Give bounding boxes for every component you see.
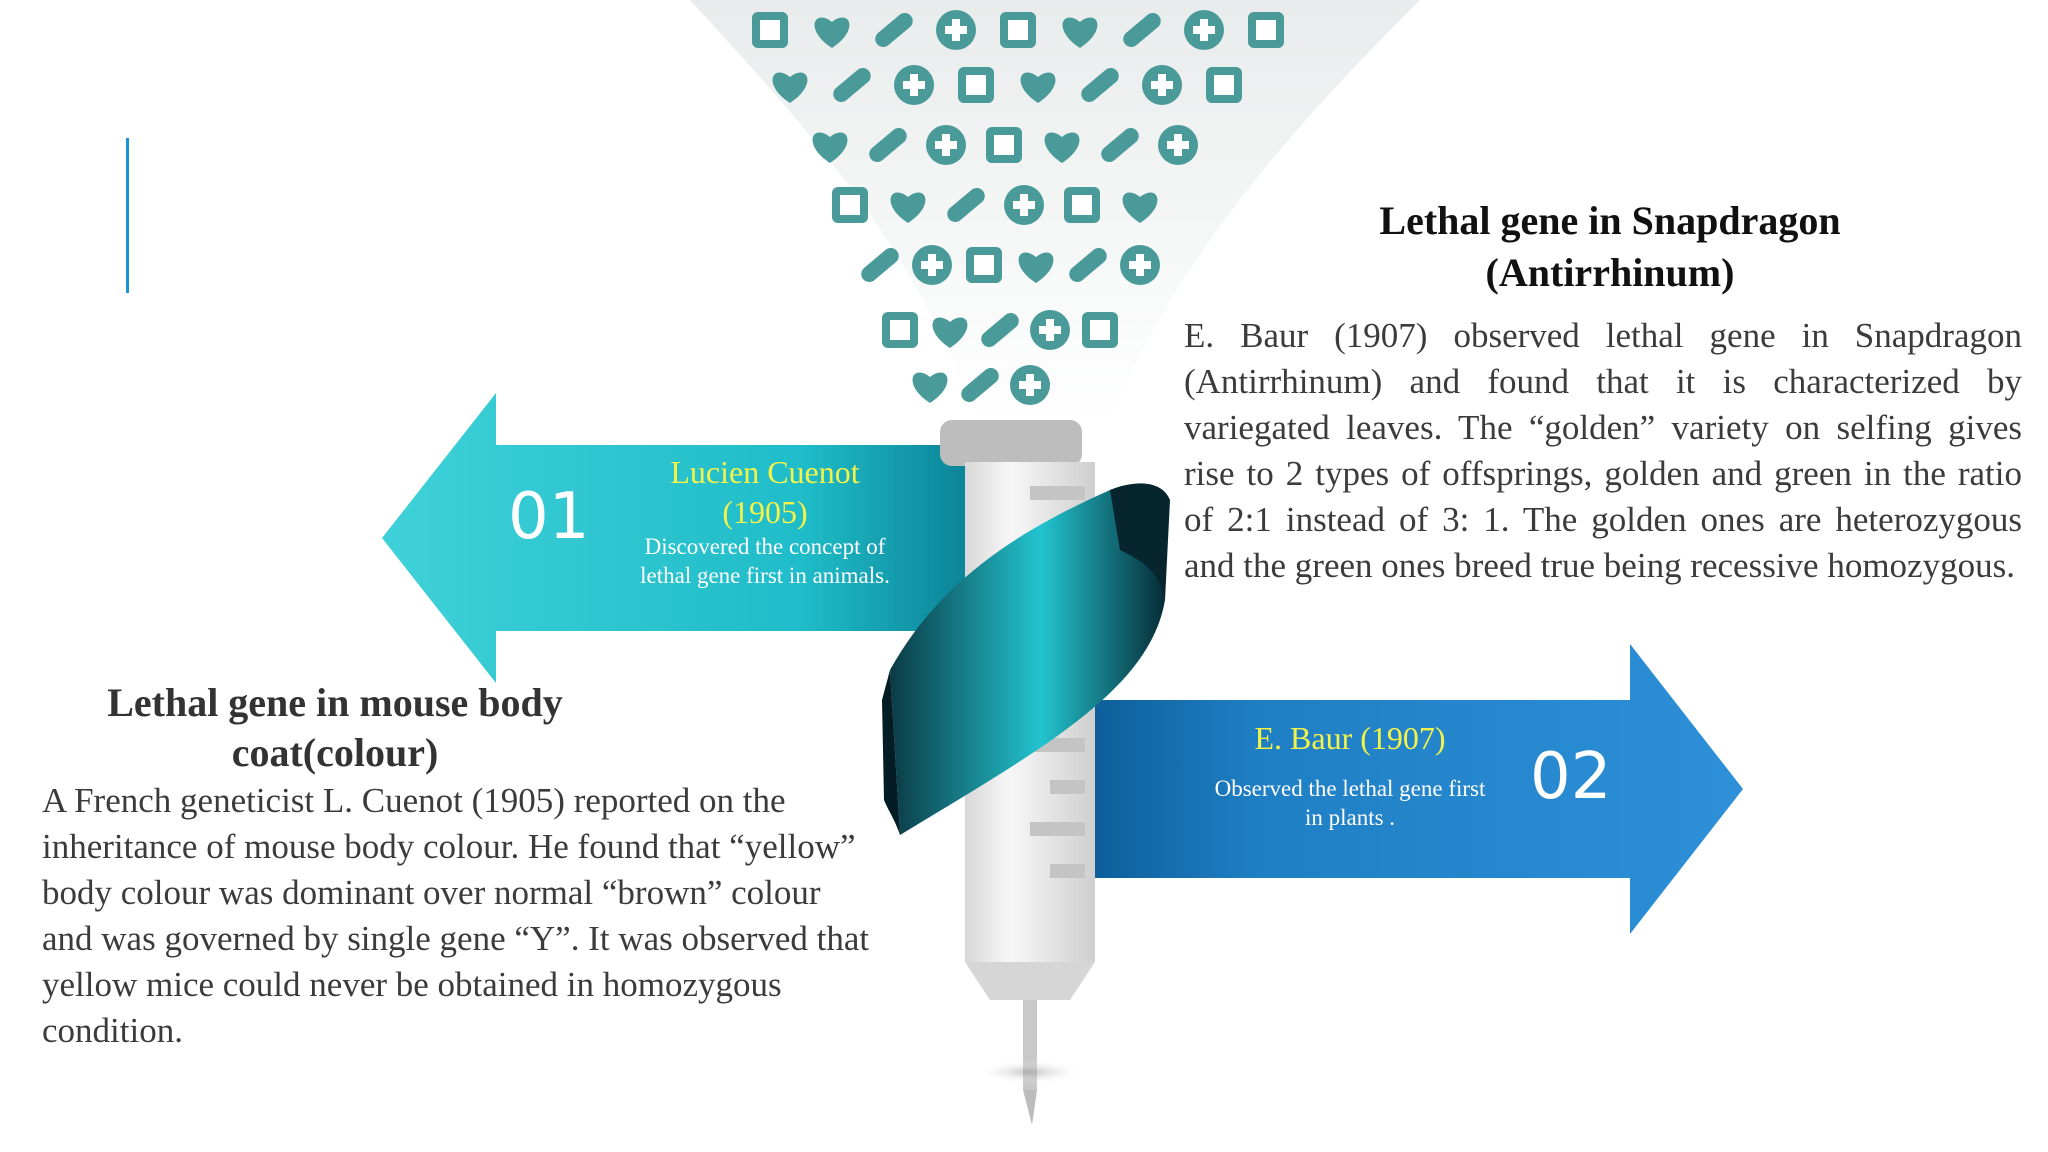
medical-cross-icon <box>772 72 808 103</box>
stomach-icon <box>812 132 848 163</box>
caduceus-icon <box>814 17 850 48</box>
head-icon <box>1206 67 1242 103</box>
heart-monitor-icon <box>833 68 871 102</box>
tooth-icon <box>947 188 985 222</box>
arrow-01-text: Lucien Cuenot (1905) Discovered the conc… <box>600 452 930 590</box>
snapdragon-title: Lethal gene in Snapdragon (Antirrhinum) <box>1300 195 1920 299</box>
lungs-icon <box>752 12 788 48</box>
arrow-02-desc-line1: Observed the lethal gene first <box>1214 776 1486 801</box>
hospital-bed-icon <box>1000 12 1036 48</box>
hospital-icon <box>981 313 1019 347</box>
uterus-icon <box>832 187 868 223</box>
xray-hand-icon <box>1248 12 1284 48</box>
blood-drop-icon <box>861 248 899 282</box>
syringe-icon <box>926 125 966 165</box>
arrow-01-desc-line2: lethal gene first in animals. <box>640 563 890 588</box>
eye-icon <box>1120 245 1160 285</box>
kidney-icon <box>1122 192 1158 223</box>
stretcher-icon <box>986 127 1022 163</box>
atom-icon <box>1044 132 1080 163</box>
mouse-title: Lethal gene in mouse body coat(colour) <box>60 678 610 778</box>
arrow-02-name: E. Baur (1907) <box>1254 720 1446 756</box>
eye-icon <box>875 13 913 47</box>
heart-icon <box>1030 310 1070 350</box>
radiation-icon <box>1004 185 1044 225</box>
intestine-icon <box>936 10 976 50</box>
accent-bar <box>126 138 129 293</box>
female-symbol-icon <box>1081 68 1119 102</box>
mouse-body: A French geneticist L. Cuenot (1905) rep… <box>42 781 870 1050</box>
heart-icon <box>1123 13 1161 47</box>
arrow-01-number: 01 <box>508 480 590 554</box>
bandage-icon <box>1101 128 1139 162</box>
hospital-bed-icon <box>932 317 968 348</box>
molecule-icon <box>958 67 994 103</box>
sperm-icon <box>869 128 907 162</box>
arrow-01-name-line1: Lucien Cuenot <box>670 454 860 490</box>
pills-icon <box>1184 10 1224 50</box>
arrow-02-text: E. Baur (1907) Observed the lethal gene … <box>1170 718 1530 832</box>
arrow-01-name-line2: (1905) <box>722 494 808 530</box>
xray-hand-icon <box>912 372 948 403</box>
male-symbol-icon <box>966 247 1002 283</box>
syringe-illustration <box>882 420 1170 1125</box>
arrow-02 <box>1095 644 1743 934</box>
helicopter-icon <box>912 245 952 285</box>
heart-monitor-icon <box>1010 365 1050 405</box>
ecg-icon <box>1158 125 1198 165</box>
mouse-title-line2: coat(colour) <box>231 730 439 775</box>
intestine-icon <box>882 312 918 348</box>
mortar-icon <box>1064 187 1100 223</box>
snapdragon-title-line2: (Antirrhinum) <box>1485 250 1735 295</box>
wheelchair-icon <box>1142 65 1182 105</box>
first-aid-kit-icon <box>894 65 934 105</box>
arrow-02-desc-line2: in plants . <box>1304 805 1396 830</box>
medical-icons-funnel <box>690 0 1420 420</box>
snapdragon-body: E. Baur (1907) observed lethal gene in S… <box>1184 316 2022 585</box>
arrow-02-number: 02 <box>1530 740 1612 814</box>
arrow-01-desc-line1: Discovered the concept of <box>644 534 886 559</box>
skull-icon <box>890 192 926 223</box>
ribbon-icon <box>1020 72 1056 103</box>
caduceus-icon <box>1069 248 1107 282</box>
snapdragon-title-line1: Lethal gene in Snapdragon <box>1379 198 1841 243</box>
medical-cross-icon <box>961 368 999 402</box>
lungs-icon <box>1018 252 1054 283</box>
hospital-icon <box>1062 17 1098 48</box>
mouse-title-line1: Lethal gene in mouse body <box>107 680 563 725</box>
arrow-01 <box>382 393 982 683</box>
pills-icon <box>1082 312 1118 348</box>
